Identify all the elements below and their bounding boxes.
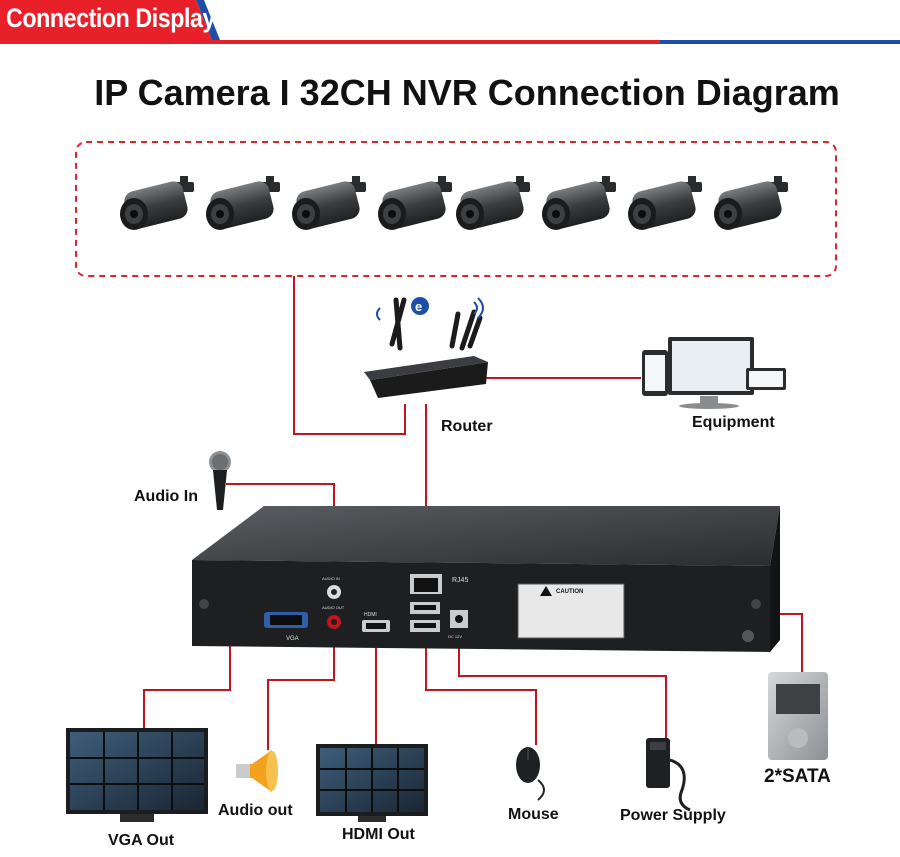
ip-camera-icon bbox=[206, 176, 280, 231]
ip-camera-icon bbox=[456, 176, 530, 231]
ip-camera-icon bbox=[542, 176, 616, 231]
ip-cameras bbox=[120, 176, 788, 231]
hdd-icon bbox=[768, 672, 828, 760]
equipment-label: Equipment bbox=[692, 414, 775, 431]
nvr-port-dc-label: DC 12V bbox=[448, 634, 462, 639]
mouse-label: Mouse bbox=[508, 806, 559, 823]
ip-camera-icon bbox=[378, 176, 452, 231]
sata-label: 2*SATA bbox=[764, 766, 831, 787]
mouse-icon bbox=[516, 747, 545, 801]
wire-mouse bbox=[425, 630, 537, 745]
nvr-port-audio-out-label: AUDIO OUT bbox=[322, 605, 345, 610]
power-supply-icon bbox=[646, 738, 691, 812]
router-icon: e bbox=[364, 297, 488, 398]
banner-label: Connection Display bbox=[6, 3, 216, 33]
equipment-icon bbox=[642, 337, 786, 409]
banner-underline-red bbox=[0, 40, 660, 44]
banner-underline-blue bbox=[660, 40, 900, 44]
vga-monitor-icon bbox=[66, 728, 208, 822]
vga-out-label: VGA Out bbox=[108, 832, 175, 849]
nvr-port-hdmi-label: HDMI bbox=[364, 612, 377, 618]
ip-camera-icon bbox=[714, 176, 788, 231]
audio-out-label: Audio out bbox=[218, 802, 293, 819]
microphone-icon bbox=[209, 451, 231, 510]
nvr-port-audio-in-label: AUDIO IN bbox=[322, 576, 340, 581]
page-title: IP Camera I 32CH NVR Connection Diagram bbox=[94, 72, 840, 113]
ip-camera-icon bbox=[292, 176, 366, 231]
nvr-port-vga-label: VGA bbox=[286, 636, 299, 642]
ip-camera-icon bbox=[120, 176, 194, 231]
speaker-icon bbox=[236, 750, 278, 792]
audio-in-label: Audio In bbox=[134, 488, 198, 505]
router-label: Router bbox=[441, 418, 493, 435]
camera-group-box bbox=[75, 141, 837, 277]
wire-audio-out bbox=[267, 628, 335, 750]
wire-power bbox=[458, 632, 667, 738]
nvr-caution-label: CAUTION bbox=[556, 589, 583, 595]
nvr-port-rj45-label: RJ45 bbox=[452, 577, 468, 584]
power-supply-label: Power Supply bbox=[620, 807, 726, 824]
ip-camera-icon bbox=[628, 176, 702, 231]
hdmi-monitor-icon bbox=[316, 744, 428, 822]
wire-cameras-router bbox=[293, 276, 406, 435]
hdmi-out-label: HDMI Out bbox=[342, 826, 415, 843]
section-banner: Connection Display bbox=[0, 0, 900, 44]
svg-text:e: e bbox=[415, 299, 422, 314]
nvr-device bbox=[192, 506, 780, 652]
banner-tab bbox=[0, 0, 212, 40]
